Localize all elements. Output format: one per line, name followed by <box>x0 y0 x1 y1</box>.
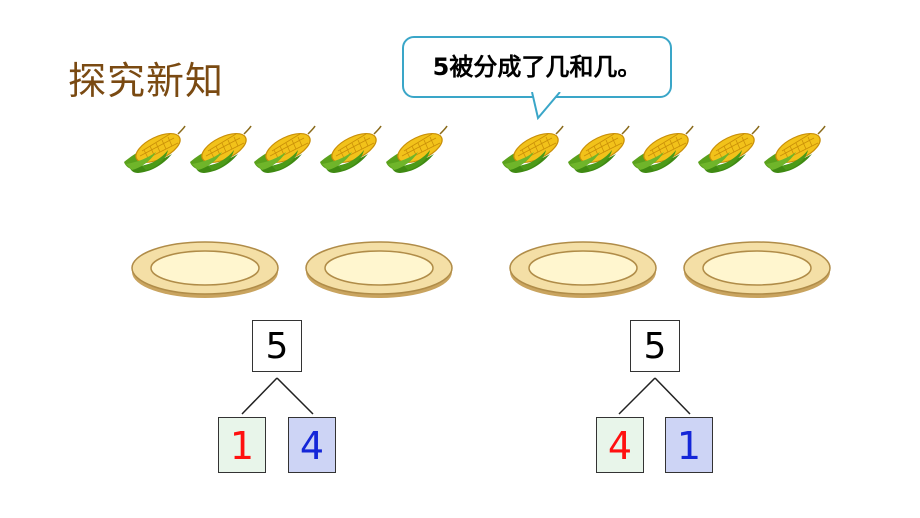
speech-bubble-text: 5被分成了几和几。 <box>432 53 642 81</box>
part-number: 4 <box>299 424 325 468</box>
part-box: 1 <box>665 417 713 473</box>
part-number: 1 <box>676 424 702 468</box>
part-number: 4 <box>607 424 633 468</box>
part-box: 4 <box>288 417 336 473</box>
page-title: 探究新知 <box>68 59 225 103</box>
part-box: 4 <box>596 417 644 473</box>
whole-number-box: 5 <box>252 320 302 372</box>
part-box: 1 <box>218 417 266 473</box>
whole-number: 5 <box>643 326 667 367</box>
part-number: 1 <box>229 424 255 468</box>
whole-number: 5 <box>265 326 289 367</box>
speech-bubble: 5被分成了几和几。 <box>402 36 672 98</box>
speech-bubble-tail <box>531 92 561 120</box>
whole-number-box: 5 <box>630 320 680 372</box>
